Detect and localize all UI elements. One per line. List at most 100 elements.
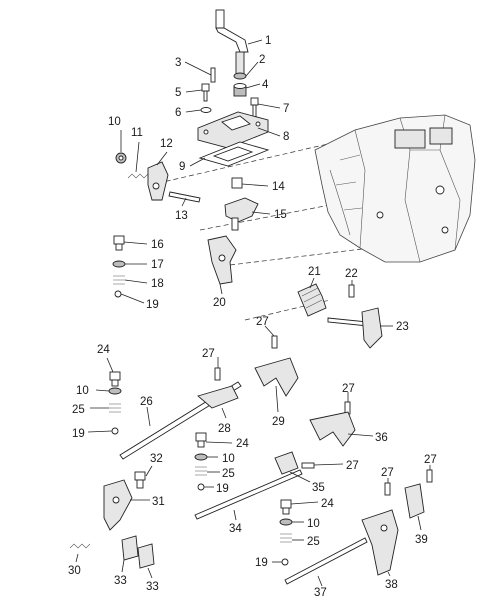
label-3: 3 xyxy=(175,57,181,69)
part-3-pin xyxy=(210,67,216,83)
label-35: 35 xyxy=(312,482,325,494)
part-39-bracket xyxy=(404,483,425,519)
label-27a: 27 xyxy=(202,348,215,360)
part-25-spring-2 xyxy=(195,466,207,476)
label-20: 20 xyxy=(213,297,226,309)
part-37-shift-rail xyxy=(284,537,368,585)
label-19: 19 xyxy=(146,299,159,311)
label-32: 32 xyxy=(150,453,163,465)
label-24b: 24 xyxy=(236,438,249,450)
label-19d: 19 xyxy=(255,557,268,569)
label-34: 34 xyxy=(229,523,242,535)
label-36: 36 xyxy=(375,432,388,444)
part-36-shift-fork xyxy=(309,411,356,447)
part-2-washer xyxy=(233,72,247,80)
part-23-shaft-lever xyxy=(327,307,383,349)
label-16: 16 xyxy=(151,239,164,251)
label-15: 15 xyxy=(274,209,287,221)
part-1-shift-lever xyxy=(215,9,249,75)
part-30-spring xyxy=(69,543,91,549)
part-13-shaft xyxy=(168,191,201,203)
label-33b: 33 xyxy=(146,581,159,593)
label-29: 29 xyxy=(272,416,285,428)
label-21: 21 xyxy=(308,266,321,278)
part-34-shift-rail xyxy=(194,469,303,520)
part-10-washer-2 xyxy=(194,453,208,461)
label-25b: 25 xyxy=(222,468,235,480)
label-10b: 10 xyxy=(76,385,89,397)
part-10-washer-mid xyxy=(108,387,122,395)
label-37: 37 xyxy=(314,587,327,599)
part-6-washer xyxy=(200,107,212,113)
label-25: 25 xyxy=(72,404,85,416)
label-31: 31 xyxy=(152,496,165,508)
part-33-bracket-b xyxy=(137,543,155,569)
leader-lines xyxy=(75,39,431,587)
part-5-bolt xyxy=(201,83,210,102)
part-8-cover-plate xyxy=(197,111,269,149)
part-24-bolt-2 xyxy=(195,432,207,448)
part-25-spring xyxy=(109,403,121,413)
label-27d: 27 xyxy=(346,460,359,472)
label-23: 23 xyxy=(396,321,409,333)
part-35-selector-head xyxy=(274,451,299,475)
label-27b: 27 xyxy=(256,316,269,328)
label-12: 12 xyxy=(160,138,173,150)
label-9: 9 xyxy=(179,161,185,173)
part-22-pin xyxy=(348,284,355,298)
part-4-bushing xyxy=(233,83,247,97)
label-19b: 19 xyxy=(72,428,85,440)
label-30: 30 xyxy=(68,565,81,577)
part-19-ball xyxy=(114,290,122,298)
part-32-bolt xyxy=(134,471,146,489)
label-5: 5 xyxy=(175,87,181,99)
label-1: 1 xyxy=(265,35,271,47)
part-33-bracket-a xyxy=(121,535,139,561)
part-31-shift-lever xyxy=(103,479,133,531)
label-18: 18 xyxy=(151,278,164,290)
part-12-shift-arm xyxy=(147,161,169,201)
part-10-washer-top xyxy=(115,152,127,164)
part-27-pin-f xyxy=(426,469,433,483)
part-19-ball-mid xyxy=(111,427,119,435)
part-28-selector-head xyxy=(197,385,239,409)
label-24: 24 xyxy=(97,344,110,356)
label-6: 6 xyxy=(175,107,181,119)
label-10d: 10 xyxy=(307,518,320,530)
label-38: 38 xyxy=(385,579,398,591)
part-27-pin-a xyxy=(214,367,221,381)
label-4: 4 xyxy=(262,79,269,91)
part-24-bolt xyxy=(109,371,121,387)
label-25c: 25 xyxy=(307,536,320,548)
part-20-shift-head xyxy=(207,235,237,285)
label-27e: 27 xyxy=(381,467,394,479)
label-11: 11 xyxy=(131,127,143,139)
label-7: 7 xyxy=(283,103,289,115)
part-17-washer xyxy=(112,260,126,268)
label-28: 28 xyxy=(218,423,231,435)
label-26: 26 xyxy=(140,396,153,408)
label-33a: 33 xyxy=(114,575,127,587)
label-10c: 10 xyxy=(222,453,235,465)
label-22: 22 xyxy=(345,268,358,280)
label-17: 17 xyxy=(151,259,164,271)
label-13: 13 xyxy=(175,210,188,222)
part-15-selector xyxy=(224,197,259,231)
part-19-ball-3 xyxy=(281,558,289,566)
label-2: 2 xyxy=(259,54,265,66)
part-16-bolt xyxy=(113,235,125,251)
part-11-spring xyxy=(127,173,149,179)
part-9-gasket xyxy=(198,141,270,167)
part-38-shift-fork xyxy=(361,509,399,576)
part-27-pin-e xyxy=(384,482,391,496)
part-24-bolt-3 xyxy=(280,499,292,515)
part-27-pin-d xyxy=(301,462,315,469)
label-8: 8 xyxy=(283,131,289,143)
label-19c: 19 xyxy=(216,483,229,495)
part-25-spring-3 xyxy=(280,533,292,543)
label-27c: 27 xyxy=(342,383,355,395)
part-19-ball-2 xyxy=(197,483,205,491)
part-7-bolt xyxy=(250,97,259,118)
part-number-labels: 1 2 3 4 5 6 7 8 9 10 11 12 13 14 15 16 1… xyxy=(68,35,437,599)
